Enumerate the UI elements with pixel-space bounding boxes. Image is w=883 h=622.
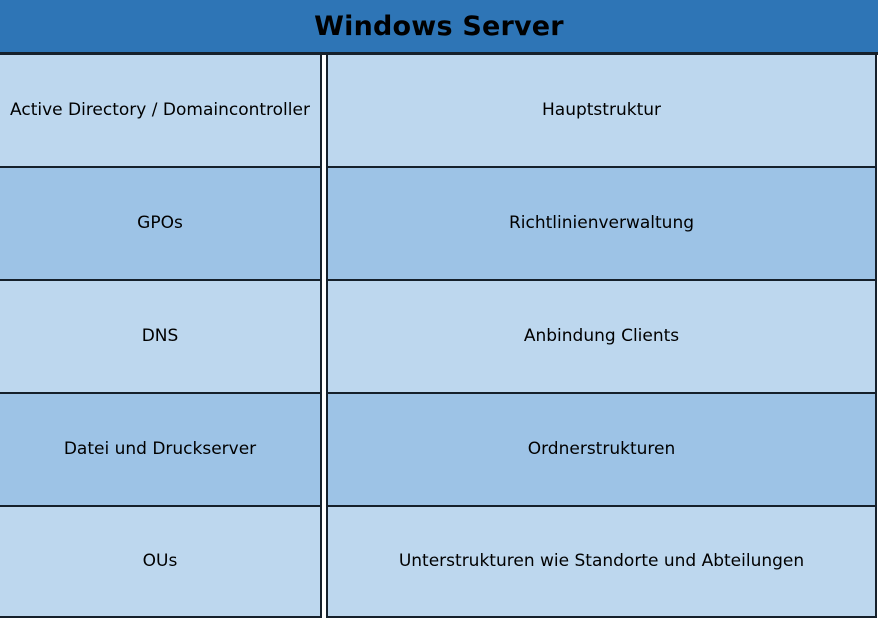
table-row: GPOs Richtlinienverwaltung xyxy=(0,168,878,281)
table-row: OUs Unterstrukturen wie Standorte und Ab… xyxy=(0,507,878,618)
role-cell: OUs xyxy=(0,507,322,618)
table-header-banner: Windows Server xyxy=(0,0,878,55)
table-row: Datei und Druckserver Ordnerstrukturen xyxy=(0,394,878,507)
table-row: Active Directory / Domaincontroller Haup… xyxy=(0,55,878,168)
role-cell: GPOs xyxy=(0,168,322,281)
description-cell: Richtlinienverwaltung xyxy=(326,168,877,281)
role-cell: Datei und Druckserver xyxy=(0,394,322,507)
description-cell: Hauptstruktur xyxy=(326,55,877,168)
role-cell: DNS xyxy=(0,281,322,394)
description-cell: Unterstrukturen wie Standorte und Abteil… xyxy=(326,507,877,618)
table-body: Active Directory / Domaincontroller Haup… xyxy=(0,55,878,619)
description-cell: Ordnerstrukturen xyxy=(326,394,877,507)
role-cell: Active Directory / Domaincontroller xyxy=(0,55,322,168)
table-row: DNS Anbindung Clients xyxy=(0,281,878,394)
description-cell: Anbindung Clients xyxy=(326,281,877,394)
page-title: Windows Server xyxy=(314,10,564,42)
